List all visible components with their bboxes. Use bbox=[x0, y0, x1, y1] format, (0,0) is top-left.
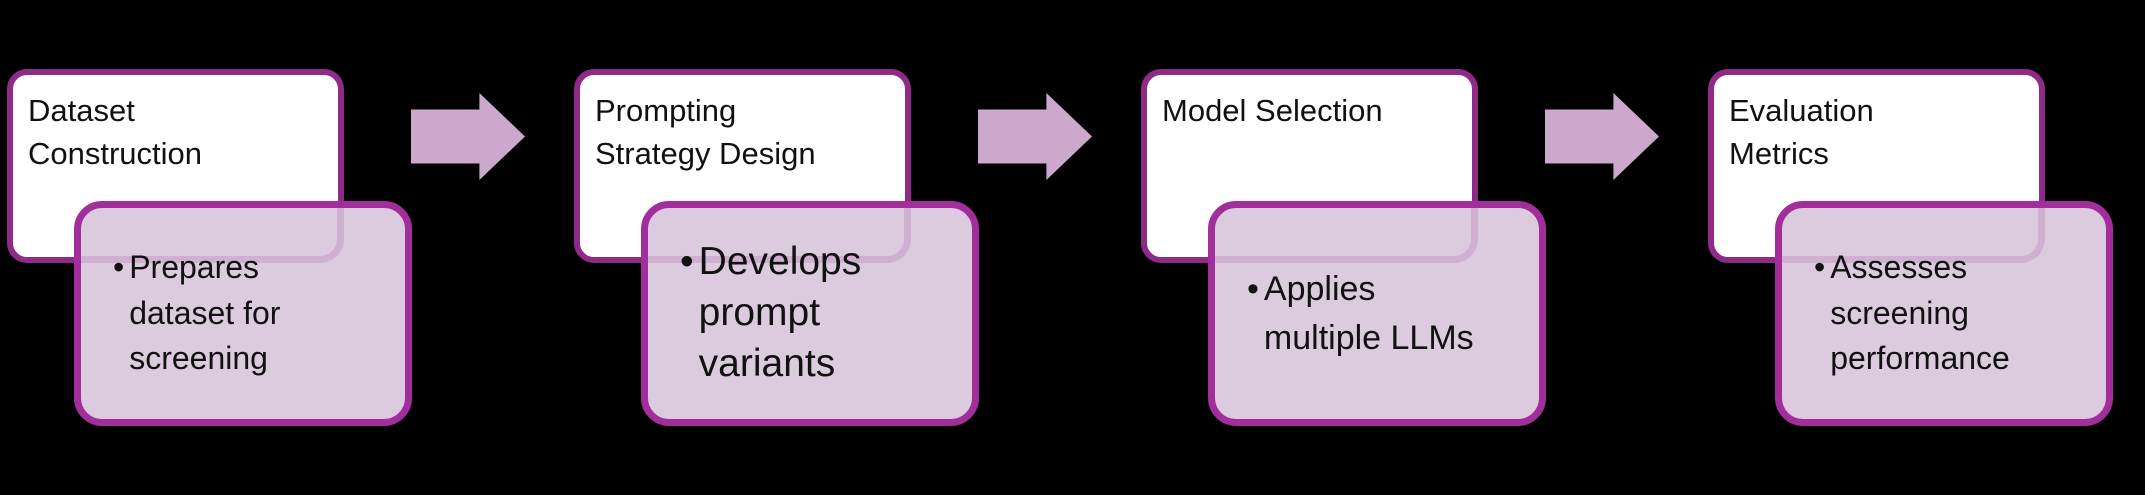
step-detail-text: Develops prompt variants bbox=[698, 240, 862, 385]
step-detail-box: • Prepares dataset for screening bbox=[74, 201, 412, 426]
bullet-item: • Prepares dataset for screening bbox=[81, 245, 280, 381]
step-prompting-strategy-design: Prompting Strategy Design • Develops pro… bbox=[574, 0, 986, 495]
step-title: Model Selection bbox=[1162, 93, 1383, 128]
step-dataset-construction: Dataset Construction • Prepares dataset … bbox=[7, 0, 419, 495]
flow-arrow-icon bbox=[978, 93, 1092, 180]
bullet-icon: • bbox=[1247, 270, 1259, 309]
flow-arrow-icon bbox=[411, 93, 525, 180]
step-detail-box: • Applies multiple LLMs bbox=[1208, 201, 1546, 426]
step-title: Prompting Strategy Design bbox=[595, 93, 816, 171]
bullet-item: • Develops prompt variants bbox=[648, 237, 861, 389]
flow-arrow-icon bbox=[1545, 93, 1659, 180]
overlap-corner-line bbox=[81, 208, 344, 263]
bullet-icon: • bbox=[113, 249, 125, 286]
step-detail-box: • Develops prompt variants bbox=[641, 201, 979, 426]
step-evaluation-metrics: Evaluation Metrics • Assesses screening … bbox=[1708, 0, 2120, 495]
step-detail-text: Applies multiple LLMs bbox=[1263, 270, 1474, 357]
step-title: Dataset Construction bbox=[28, 93, 203, 171]
overlap-corner-line bbox=[648, 208, 911, 263]
step-detail-text: Prepares dataset for screening bbox=[129, 249, 281, 377]
step-model-selection: Model Selection • Applies multiple LLMs bbox=[1141, 0, 1553, 495]
bullet-item: • Assesses screening performance bbox=[1782, 245, 2010, 381]
step-title: Evaluation Metrics bbox=[1729, 93, 1874, 171]
bullet-icon: • bbox=[1814, 249, 1826, 286]
step-detail-text: Assesses screening performance bbox=[1830, 249, 2010, 377]
overlap-corner-line bbox=[1215, 208, 1478, 263]
step-detail-box: • Assesses screening performance bbox=[1775, 201, 2113, 426]
bullet-item: • Applies multiple LLMs bbox=[1215, 265, 1474, 362]
overlap-corner-line bbox=[1782, 208, 2045, 263]
bullet-icon: • bbox=[680, 240, 694, 284]
